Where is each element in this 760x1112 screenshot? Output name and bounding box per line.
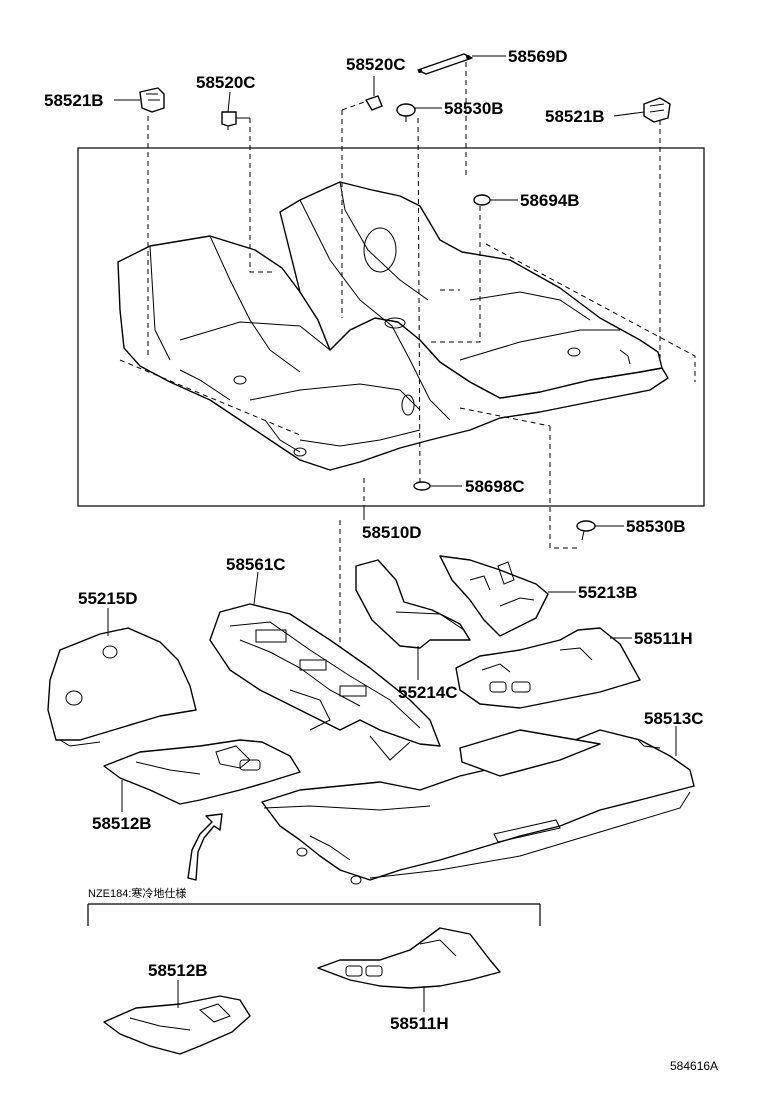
label-58569D: 58569D xyxy=(508,47,568,66)
label-58698C: 58698C xyxy=(465,477,525,496)
label-55214C: 55214C xyxy=(398,683,458,702)
label-58694B: 58694B xyxy=(520,191,580,210)
label-58530B-top: 58530B xyxy=(444,99,504,118)
clip-58521B-left xyxy=(114,87,165,113)
clip-58530B-lower xyxy=(576,520,624,541)
option-note: NZE184:寒冷地仕様 xyxy=(88,888,187,900)
silencer-58513C xyxy=(261,726,695,885)
label-58510D: 58510D xyxy=(362,523,422,542)
label-55215D: 55215D xyxy=(78,589,138,608)
option-bracket xyxy=(87,903,541,926)
silencer-58511H xyxy=(455,627,641,709)
silencer-58512B xyxy=(103,739,301,812)
strip-58569D xyxy=(417,53,506,75)
grommet-58694B xyxy=(473,194,518,206)
label-58511H-option: 58511H xyxy=(390,1014,449,1033)
label-58530B-lower: 58530B xyxy=(626,517,686,536)
clip-58521B-right xyxy=(613,97,671,123)
clip-58520C-top xyxy=(365,76,383,111)
label-58520C-top: 58520C xyxy=(346,55,406,74)
silencer-55215D xyxy=(47,608,197,747)
label-58512B: 58512B xyxy=(92,814,152,833)
label-55213B: 55213B xyxy=(578,583,638,602)
label-58520C-left: 58520C xyxy=(196,73,256,92)
assembly-frame xyxy=(77,147,705,507)
option-silencer-58512B xyxy=(103,980,251,1055)
silencer-55213B xyxy=(439,555,576,637)
clip-58520C-left xyxy=(221,91,250,130)
clip-58530B-top xyxy=(396,103,442,122)
label-58561C: 58561C xyxy=(226,555,286,574)
silencer-55214C xyxy=(355,559,471,680)
option-silencer-58511H xyxy=(317,927,501,1012)
label-58511H: 58511H xyxy=(634,629,693,648)
reference-code: 584616A xyxy=(670,1059,719,1073)
label-58513C: 58513C xyxy=(644,709,704,728)
label-58512B-option: 58512B xyxy=(148,961,208,980)
label-58521B-right: 58521B xyxy=(545,107,605,126)
floor-carpet-58510D xyxy=(117,181,669,471)
grommet-58698C xyxy=(413,481,462,491)
option-arrow xyxy=(187,813,223,881)
label-58521B-left: 58521B xyxy=(44,91,104,110)
silencer-58561C xyxy=(209,571,441,761)
